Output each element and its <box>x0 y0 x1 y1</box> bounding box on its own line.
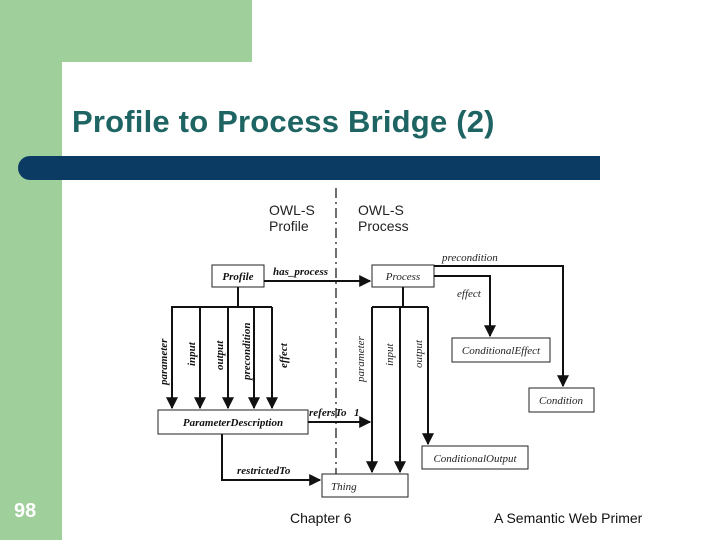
restricted-to-label: restrictedTo <box>237 465 291 477</box>
process-label: Process <box>385 271 420 283</box>
refers-to-label: refersTo <box>309 407 347 419</box>
profile-arrow-label-input: input <box>186 341 198 366</box>
process-arrow-label-output: output <box>413 339 425 368</box>
effect-arrow <box>434 275 496 338</box>
conditional-output-box <box>421 445 529 470</box>
refers-to-cardinality: 1 <box>354 407 360 419</box>
effect-label: effect <box>457 288 482 300</box>
green-left-band <box>0 0 62 540</box>
page-number: 98 <box>14 500 37 522</box>
profile-header-line1: OWL-S <box>269 202 315 218</box>
process-header-line2: Process <box>358 218 409 234</box>
precondition-arrow <box>434 265 569 388</box>
profile-header-line2: Profile <box>269 218 309 234</box>
conditional-output-label: ConditionalOutput <box>433 453 517 465</box>
profile-arrow-label-effect: effect <box>278 342 290 368</box>
thing-label: Thing <box>331 481 357 493</box>
has-process-label: has_process <box>273 266 328 278</box>
precondition-label: precondition <box>441 252 498 264</box>
parameter-description-box <box>157 409 309 435</box>
conditional-effect-label: ConditionalEffect <box>462 345 541 357</box>
title-underline-bar <box>18 156 600 180</box>
condition-label: Condition <box>539 395 584 407</box>
profile-arrow-label-precondition: precondition <box>241 323 253 381</box>
profile-arrow-label-parameter: parameter <box>158 338 170 386</box>
process-arrow-label-parameter: parameter <box>355 335 367 383</box>
footer-chapter: Chapter 6 <box>290 510 352 526</box>
parameter-description-label: ParameterDescription <box>183 417 283 429</box>
thing-box <box>321 473 409 498</box>
condition-box <box>528 387 595 413</box>
profile-label: Profile <box>222 271 253 283</box>
process-header-line1: OWL-S <box>358 202 404 218</box>
footer-book-title: A Semantic Web Primer <box>494 510 643 526</box>
restricted-to-arrow <box>221 434 322 486</box>
slide-title: Profile to Process Bridge (2) <box>72 104 495 139</box>
profile-arrow-label-output: output <box>214 340 226 370</box>
conditional-effect-box <box>451 337 551 363</box>
process-arrow-label-input: input <box>384 342 396 366</box>
